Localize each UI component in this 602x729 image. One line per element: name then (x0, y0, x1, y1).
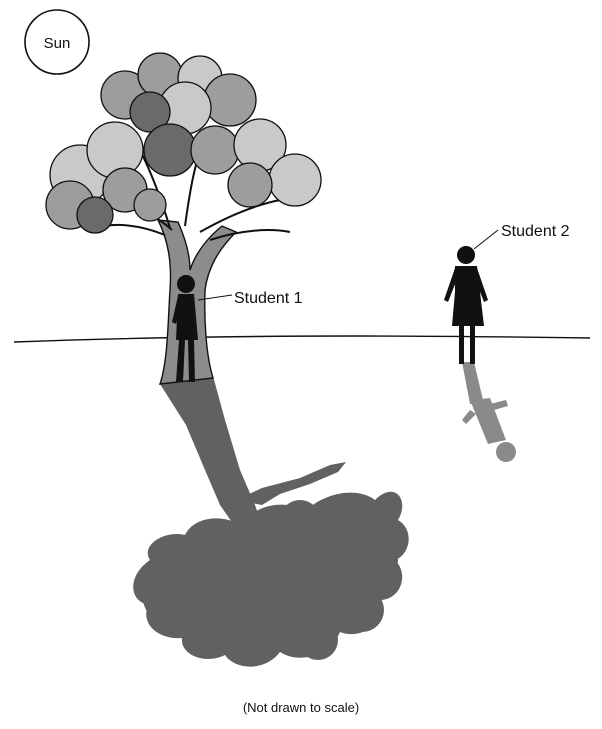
foliage-clump (133, 188, 167, 222)
canopy-shadow-lobe (235, 625, 275, 665)
canopy-shadow-lobe (340, 588, 384, 632)
foliage-clump (76, 196, 114, 234)
shadow-legs (462, 362, 484, 404)
branch (209, 229, 291, 241)
sun: Sun (24, 9, 90, 75)
branch (139, 149, 171, 229)
student-1-leg (176, 340, 185, 382)
foliage-clump (143, 123, 197, 177)
foliage-clump (129, 91, 171, 133)
student-2-label: Student 2 (501, 223, 570, 240)
sun-label: Sun (44, 35, 71, 52)
student-2-leg (470, 326, 475, 364)
shadow-body (470, 398, 506, 444)
canopy-shadow-lobe (183, 610, 227, 654)
student-2-arm (473, 268, 488, 302)
shadow-head (496, 442, 516, 462)
student-2-leg (459, 326, 464, 364)
canopy-shadow-lobe (143, 574, 191, 622)
branch-shadow (236, 462, 346, 505)
shadow-arm (490, 400, 508, 410)
tree (45, 52, 322, 385)
tree-shadow (133, 376, 409, 667)
student-1 (172, 275, 198, 382)
student-2-head (457, 246, 475, 264)
student-1-arm (172, 296, 182, 324)
canopy-shadow-lobe (358, 540, 398, 580)
canopy-shadow-lobe (336, 495, 376, 535)
student-1-leg (188, 340, 195, 382)
student-2-leader (473, 229, 499, 250)
student-2-arm (444, 268, 459, 302)
branch (199, 199, 281, 233)
shadow-arm (462, 410, 476, 424)
foliage-clump (227, 162, 273, 208)
foliage-clump (203, 73, 257, 127)
foliage-clump (190, 125, 240, 175)
student-1-head (177, 275, 195, 293)
trunk-shadow (160, 376, 262, 528)
student-1-body (176, 294, 198, 340)
canopy-shadow-lobe (298, 620, 338, 660)
tree-canopy (45, 52, 322, 234)
canopy-shadow-lobe (280, 500, 320, 540)
tree-trunk (156, 219, 238, 385)
ground-line (13, 335, 591, 343)
scale-caption: (Not drawn to scale) (243, 700, 359, 715)
foliage-clump (268, 153, 322, 207)
student-2-shadow (462, 362, 516, 462)
canopy-shadow-lobe (222, 522, 258, 558)
student-1-label: Student 1 (234, 290, 303, 307)
student-1-leader (197, 294, 233, 301)
student-2 (444, 246, 488, 364)
sun-circle (24, 9, 90, 75)
